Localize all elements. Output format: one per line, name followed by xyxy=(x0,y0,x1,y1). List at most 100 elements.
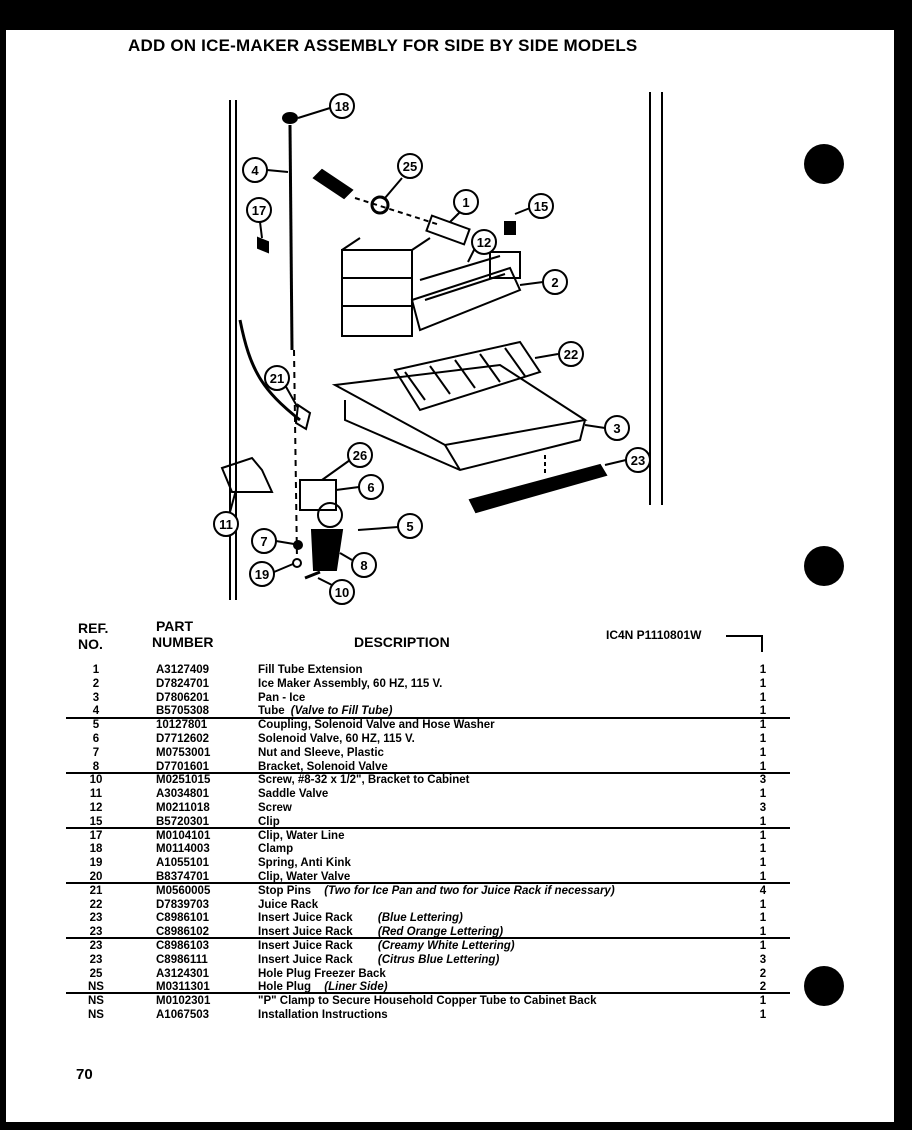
callout-10: 10 xyxy=(317,577,355,605)
ref-cell: 21 xyxy=(89,884,103,897)
quantity-cell: 1 xyxy=(759,760,767,773)
description-cell: Stop Pins xyxy=(258,884,312,897)
svg-text:18: 18 xyxy=(335,99,349,114)
stop-pin-part xyxy=(294,403,312,431)
ref-cell: 22 xyxy=(89,898,103,911)
description-note: (Two for Ice Pan and two for Juice Rack … xyxy=(324,884,615,897)
part-number-cell: A3127409 xyxy=(156,664,210,676)
spring-part xyxy=(292,558,302,568)
description-cell: Juice Rack xyxy=(258,898,319,911)
svg-text:23: 23 xyxy=(631,453,645,468)
part-number-cell: M0560005 xyxy=(156,884,211,897)
description-cell: Clip, Water Line xyxy=(258,829,345,842)
svg-text:1: 1 xyxy=(462,195,469,210)
callout-22: 22 xyxy=(534,341,584,367)
nut-sleeve-part xyxy=(293,540,303,550)
description-cell: Insert Juice Rack xyxy=(258,926,353,939)
table-rule xyxy=(66,992,790,994)
callout-11: 11 xyxy=(213,489,239,537)
callout-3: 3 xyxy=(584,415,630,441)
description-cell: Ice Maker Assembly, 60 HZ, 115 V. xyxy=(258,677,443,690)
clamp-part xyxy=(282,112,298,124)
ref-cell: 25 xyxy=(89,967,103,980)
ref-cell: 3 xyxy=(92,691,100,704)
callout-21: 21 xyxy=(264,365,299,409)
ref-cell: 10 xyxy=(89,774,103,787)
page-title: ADD ON ICE-MAKER ASSEMBLY FOR SIDE BY SI… xyxy=(128,36,638,55)
description-cell: "P" Clamp to Secure Household Copper Tub… xyxy=(258,995,597,1008)
svg-text:22: 22 xyxy=(564,347,578,362)
part-number-cell: A1067503 xyxy=(156,1009,210,1021)
svg-text:4: 4 xyxy=(251,163,259,178)
ref-cell: 23 xyxy=(89,926,103,939)
callout-7: 7 xyxy=(251,528,295,554)
table-rule xyxy=(66,882,790,884)
quantity-cell: 1 xyxy=(759,940,767,952)
description-cell: Coupling, Solenoid Valve and Hose Washer xyxy=(258,719,495,732)
quantity-cell: 1 xyxy=(759,664,767,676)
page-number: 70 xyxy=(76,1066,93,1083)
part-number-cell: M0104101 xyxy=(156,829,211,842)
quantity-cell: 2 xyxy=(759,967,767,980)
catalog-code: IC4N P1110801W xyxy=(606,628,702,642)
quantity-cell: 1 xyxy=(759,898,767,911)
svg-text:6: 6 xyxy=(367,480,374,495)
part-number-cell: B8374701 xyxy=(156,871,210,883)
table-rule xyxy=(66,717,790,719)
description-note: (Liner Side) xyxy=(324,981,388,994)
description-cell: Hole Plug xyxy=(258,981,312,994)
ref-cell: NS xyxy=(88,981,104,994)
table-row: 21 M0560005 Stop Pins (Two for Ice Pan and … xyxy=(0,884,912,898)
callout-18: 18 xyxy=(297,93,355,119)
header-ref-line1: REF. xyxy=(78,620,109,636)
part-number-cell: D7712602 xyxy=(156,733,210,745)
quantity-cell: 1 xyxy=(759,705,767,718)
callout-19: 19 xyxy=(249,561,294,587)
binder-hole xyxy=(804,144,844,184)
saddle-valve-part xyxy=(220,456,274,493)
callout-1: 1 xyxy=(449,189,479,223)
quantity-cell: 4 xyxy=(759,884,767,897)
ref-cell: 15 xyxy=(89,815,103,828)
solenoid-valve-part xyxy=(299,479,344,571)
quantity-cell: 3 xyxy=(759,802,767,814)
callout-15: 15 xyxy=(514,193,554,219)
description-cell: Nut and Sleeve, Plastic xyxy=(258,746,384,759)
binder-hole xyxy=(804,546,844,586)
part-number-cell: B5705308 xyxy=(156,705,210,718)
table-rule xyxy=(66,937,790,939)
ref-cell: 6 xyxy=(92,733,100,745)
binder-hole xyxy=(804,966,844,1006)
svg-text:3: 3 xyxy=(613,421,620,436)
quantity-cell: 1 xyxy=(759,677,767,690)
description-cell: Fill Tube Extension xyxy=(258,664,363,676)
callout-17: 17 xyxy=(246,197,272,239)
part-number-cell: D7839703 xyxy=(156,898,210,911)
callout-8: 8 xyxy=(339,552,377,578)
quantity-cell: 1 xyxy=(759,815,767,828)
description-note: (Valve to Fill Tube) xyxy=(290,705,393,718)
part-number-cell: C8986101 xyxy=(156,912,210,925)
part-number-cell: A1055101 xyxy=(156,857,210,870)
ref-cell: 11 xyxy=(89,788,103,801)
table-rule xyxy=(66,827,790,829)
svg-text:12: 12 xyxy=(477,235,491,250)
quantity-cell: 1 xyxy=(759,843,767,856)
part-number-cell: D7806201 xyxy=(156,691,210,704)
